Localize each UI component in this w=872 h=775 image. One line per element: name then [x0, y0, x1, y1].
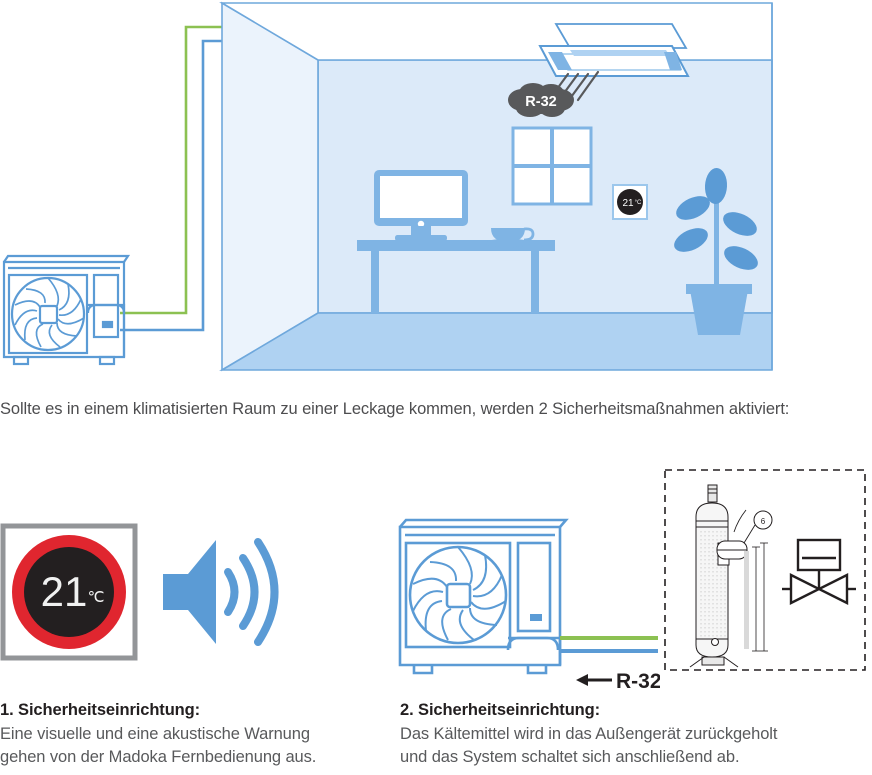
coffee-cup	[485, 227, 535, 248]
section-1-heading: 1. Sicherheitseinrichtung:	[0, 701, 201, 719]
wall-thermostat-unit: °C	[635, 200, 642, 206]
panel-row: 21 ℃	[0, 455, 872, 695]
solenoid-valve-symbol	[782, 538, 856, 605]
speaker-waves-icon	[163, 538, 279, 646]
r32-arrow-label: R-32	[616, 670, 660, 693]
room-box	[219, 1, 773, 372]
refrigerant-cloud: R-32	[508, 83, 574, 117]
outdoor-unit-group: R-32	[390, 510, 662, 695]
section-2-line-2: und das System schaltet sich anschließen…	[400, 748, 740, 766]
section-1: 1. Sicherheitseinrichtung: Eine visuelle…	[0, 700, 390, 769]
schematic-group: 6	[660, 455, 872, 685]
pipe-stubs	[560, 636, 658, 653]
left-wall	[221, 1, 319, 372]
r32-return-arrow: R-32	[576, 670, 662, 693]
potted-plant	[674, 168, 758, 335]
lead-caption: Sollte es in einem klimatisierten Raum z…	[0, 400, 790, 418]
wall-thermostat-temperature: 21	[622, 198, 634, 209]
ceiling	[219, 2, 773, 61]
madoka-temperature: 21	[41, 568, 88, 615]
svg-text:6: 6	[761, 517, 766, 526]
section-2-heading: 2. Sicherheitseinrichtung:	[400, 701, 601, 719]
ceiling-cassette-unit	[538, 23, 690, 77]
section-1-line-2: gehen von der Madoka Fernbedienung aus.	[0, 748, 317, 766]
desk	[357, 240, 555, 313]
monitor	[374, 170, 468, 241]
madoka-alarm-group: 21 ℃	[0, 520, 300, 680]
window	[511, 126, 593, 206]
section-1-line-1: Eine visuelle und eine akustische Warnun…	[0, 725, 310, 743]
cloud-label: R-32	[525, 94, 556, 110]
madoka-remote[interactable]: 21 ℃	[0, 523, 138, 661]
outdoor-unit-top	[2, 254, 131, 366]
refrigerant-receiver-tank: 6	[689, 484, 773, 668]
room-illustration: R-32 21 °C	[0, 0, 872, 385]
madoka-unit: ℃	[88, 589, 105, 606]
wall-thermostat[interactable]: 21 °C	[612, 184, 648, 220]
floor	[219, 312, 773, 371]
outdoor-unit-bottom	[398, 518, 569, 675]
section-2-line-1: Das Kältemittel wird in das Außengerät z…	[400, 725, 778, 743]
section-2: 2. Sicherheitseinrichtung: Das Kältemitt…	[400, 700, 872, 769]
section-text-columns: 1. Sicherheitseinrichtung: Eine visuelle…	[0, 700, 872, 775]
